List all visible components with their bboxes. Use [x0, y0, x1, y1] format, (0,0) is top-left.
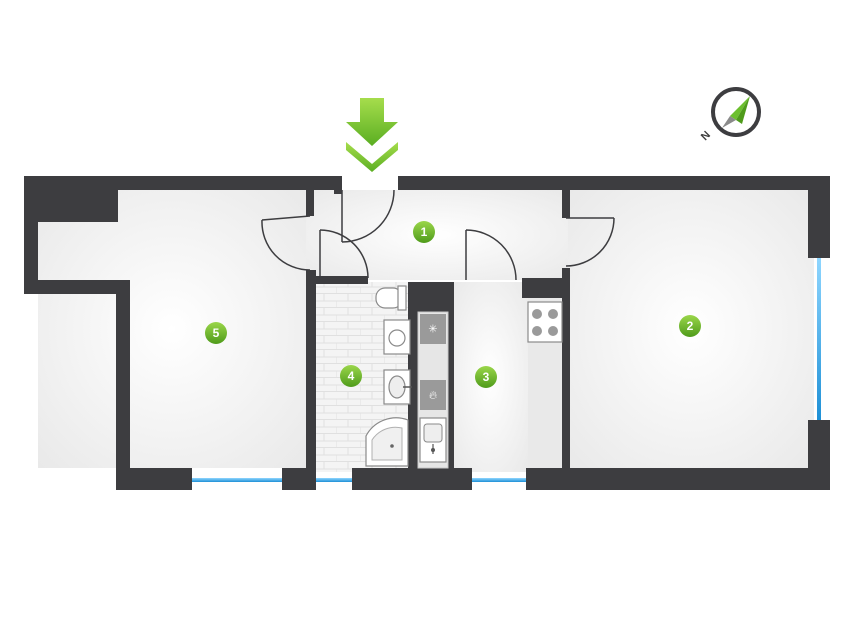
room-number-3: 3	[483, 370, 490, 384]
toilet-icon	[375, 285, 407, 311]
washbasin-icon	[383, 369, 412, 405]
door-kitchen	[465, 229, 517, 281]
compass-north-label: N	[699, 129, 713, 143]
bathroom-fixtures	[365, 285, 412, 467]
walls	[24, 176, 830, 490]
door-room-2	[565, 217, 615, 267]
room-badges: 1 2 3 4 5	[205, 221, 701, 388]
snowflake-icon: ✳	[428, 323, 437, 336]
room-number-1: 1	[421, 225, 428, 239]
room-badge-4[interactable]: 4	[340, 365, 362, 387]
flame-icon: 🔥︎	[429, 389, 437, 402]
doors	[261, 189, 615, 281]
window-bathroom	[316, 478, 352, 482]
shower-icon	[365, 417, 409, 467]
room-badge-2[interactable]: 2	[679, 315, 701, 337]
room-number-2: 2	[687, 319, 694, 333]
room-badge-3[interactable]: 3	[475, 366, 497, 388]
hallway-floor	[306, 190, 568, 280]
room-5-floor	[38, 190, 306, 468]
fridge-appliance: ✳	[420, 314, 446, 344]
room-badge-5[interactable]: 5	[205, 322, 227, 344]
cooktop-icon	[527, 301, 563, 343]
window-kitchen	[472, 478, 526, 482]
kitchen-fixtures: ✳ 🔥︎	[417, 301, 563, 469]
room-badge-1[interactable]: 1	[413, 221, 435, 243]
windows	[192, 258, 821, 482]
door-bathroom	[319, 229, 369, 279]
washing-machine-icon	[383, 319, 411, 355]
room-number-5: 5	[213, 326, 220, 340]
window-room-2	[817, 258, 821, 420]
room-number-4: 4	[348, 369, 355, 383]
door-room-5	[261, 215, 311, 271]
boiler-appliance: 🔥︎	[420, 380, 446, 410]
compass-icon: N	[699, 87, 761, 143]
kitchen-sink-icon	[419, 417, 447, 463]
entrance-arrow-icon	[346, 98, 398, 172]
window-room-5	[192, 478, 282, 482]
